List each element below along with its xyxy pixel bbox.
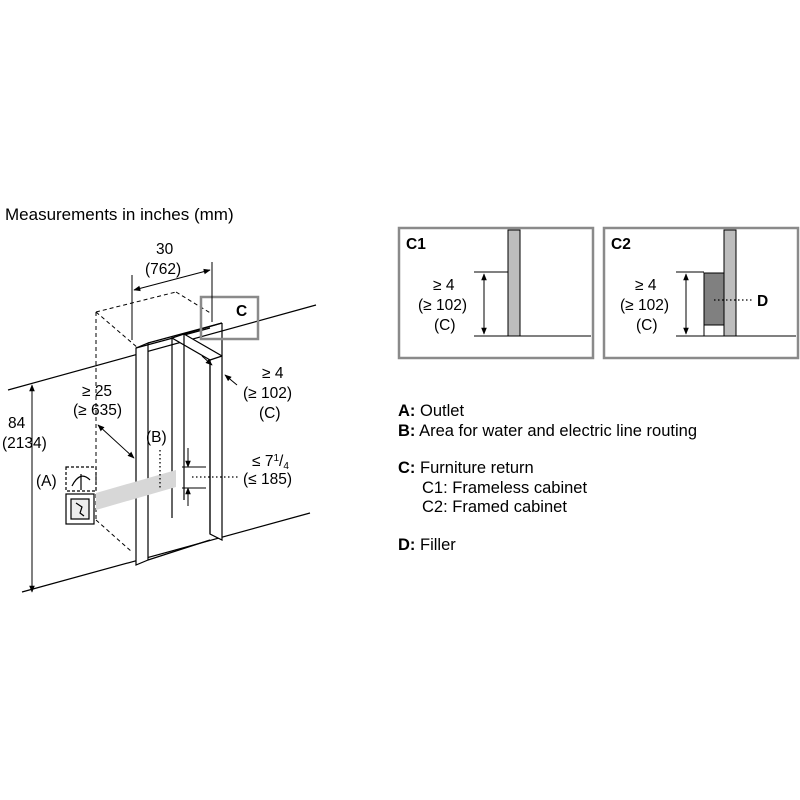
c2-ref: (C) (636, 317, 658, 334)
legend-key-d: D: (398, 535, 416, 554)
legend-key-c: C: (398, 459, 416, 477)
c2-mm: (≥ 102) (620, 297, 669, 314)
outlet-symbol (65, 466, 97, 525)
routing-height-dimension (182, 448, 240, 506)
c1-cabinet-side (507, 229, 521, 337)
legend-key-b: B: (398, 421, 416, 440)
routing-height-mm: (≤ 185) (243, 471, 292, 488)
routing-height-inches: ≤ 71/4 (252, 453, 289, 472)
depth-mm: (≥ 635) (73, 402, 122, 419)
floor-line (21, 512, 311, 593)
depth-dimension (97, 424, 135, 459)
legend-item-a: A: Outlet (398, 402, 697, 422)
niche-drawing (7, 291, 317, 593)
c1-ref: (C) (434, 317, 456, 334)
return-ref: (C) (259, 405, 281, 422)
width-mm: (762) (145, 261, 181, 278)
c2-inches: ≥ 4 (635, 277, 657, 294)
routing-area-shade (96, 470, 176, 510)
wall-top-line (7, 304, 317, 391)
depth-inches: ≥ 25 (82, 383, 112, 400)
legend-text-c: Furniture return (420, 459, 534, 477)
legend-text-b: Area for water and electric line routing (419, 421, 697, 440)
return-dimension (201, 355, 238, 386)
diagram-title: Measurements in inches (mm) (5, 205, 234, 224)
width-dimension (131, 262, 213, 340)
height-mm: (2134) (2, 435, 47, 452)
niche-dashed-outline (95, 291, 213, 553)
legend-key-a: A: (398, 402, 416, 420)
return-inches: ≥ 4 (262, 365, 284, 382)
detail-c1-box (397, 226, 595, 360)
c1-title: C1 (406, 236, 426, 253)
return-mm: (≥ 102) (243, 385, 292, 402)
c2-filler-label: D (757, 293, 768, 310)
detail-c-callout-label: C (236, 303, 247, 320)
right-side-panel (170, 333, 223, 541)
c2-filler (703, 272, 725, 326)
c2-cabinet-side (723, 229, 737, 337)
legend-text-a: Outlet (420, 402, 465, 420)
legend-text-d: Filler (420, 535, 456, 554)
c1-mm: (≥ 102) (418, 297, 467, 314)
legend-item-b: B: Area for water and electric line rout… (398, 422, 697, 442)
routing-label: (B) (146, 429, 167, 446)
c2-title: C2 (611, 236, 631, 253)
outlet-label: (A) (36, 473, 57, 490)
legend: A: Outlet B: Area for water and electric… (398, 402, 697, 555)
height-inches: 84 (8, 415, 26, 432)
legend-item-c1: C1: Frameless cabinet (422, 478, 588, 497)
left-side-panel (135, 342, 149, 566)
c1-inches: ≥ 4 (433, 277, 455, 294)
legend-item-d: D: Filler (398, 536, 697, 556)
legend-item-c2: C2: Framed cabinet (422, 498, 567, 516)
detail-c-callout-box (199, 295, 260, 341)
legend-item-c: C: Furniture return (398, 459, 697, 479)
detail-c2-box (602, 226, 800, 360)
width-inches: 30 (156, 241, 174, 258)
